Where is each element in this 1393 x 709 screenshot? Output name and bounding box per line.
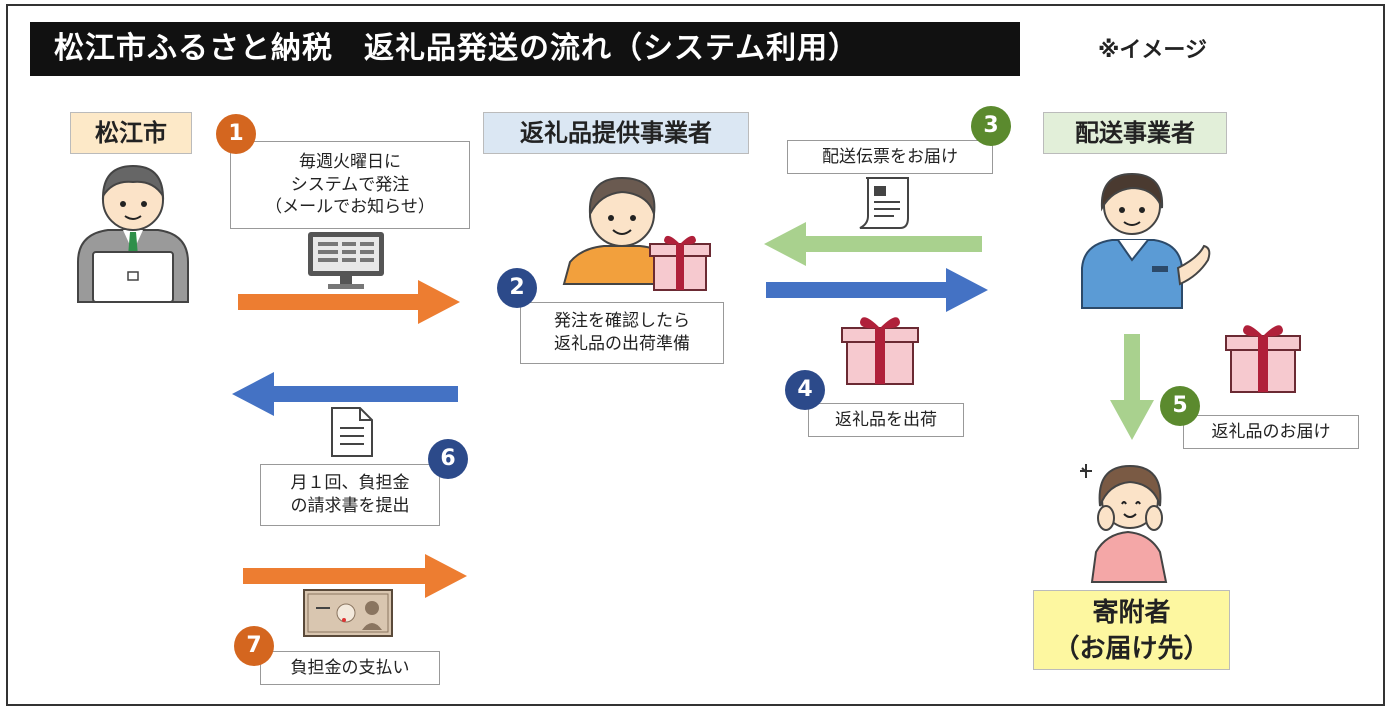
- step-4-box: 返礼品を出荷: [808, 403, 964, 437]
- step-2-box: 発注を確認したら 返礼品の出荷準備: [520, 302, 724, 364]
- step-7-line: 負担金の支払い: [290, 657, 410, 678]
- arrow-ship-right: [766, 268, 988, 312]
- shipping-slip-icon: [859, 177, 909, 229]
- city-worker-illustration: [77, 164, 189, 303]
- step-2-line: 発注を確認したら: [554, 311, 690, 332]
- step-3-badge: 3: [971, 106, 1011, 146]
- gift-box-icon: [649, 235, 711, 291]
- arrow-payment-right: [243, 554, 467, 598]
- recipient-box: 寄附者 （お届け先）: [1033, 590, 1230, 670]
- step-7-box: 負担金の支払い: [260, 651, 440, 685]
- step-1-line: システムで発注: [290, 174, 410, 195]
- step-2-line: 返礼品の出荷準備: [554, 334, 690, 354]
- actor-delivery-label: 配送事業者: [1043, 112, 1227, 154]
- step-2-badge: 2: [497, 268, 537, 308]
- step-5-box: 返礼品のお届け: [1183, 415, 1359, 449]
- step-1-line: （メールでお知らせ）: [265, 197, 435, 218]
- arrow-slip-left: [764, 222, 982, 266]
- arrow-invoice-left: [232, 372, 458, 416]
- arrow-deliver-down: [1110, 334, 1154, 440]
- step-6-box: 月１回、負担金 の請求書を提出: [260, 464, 440, 526]
- diagram-frame: [6, 4, 1385, 706]
- step-1-badge: 1: [216, 114, 256, 154]
- step-6-badge: 6: [428, 439, 468, 479]
- actor-supplier-label: 返礼品提供事業者: [483, 112, 749, 154]
- computer-monitor-icon: [308, 232, 384, 289]
- invoice-document-icon: [331, 407, 373, 457]
- gift-box-icon: [1225, 325, 1301, 393]
- banknote-icon: [303, 589, 393, 637]
- arrow-order-right: [238, 280, 460, 324]
- step-6-line: の請求書を提出: [290, 496, 410, 516]
- step-4-badge: 4: [785, 370, 825, 410]
- recipient-label: 寄附者: [1092, 598, 1171, 628]
- step-6-line: 月１回、負担金: [290, 473, 410, 494]
- step-7-badge: 7: [234, 626, 274, 666]
- recipient-sublabel: （お届け先）: [1053, 634, 1210, 664]
- page-title: 松江市ふるさと納税 返礼品発送の流れ（システム利用）: [30, 22, 1020, 76]
- step-3-line: 配送伝票をお届け: [822, 146, 958, 167]
- actor-city-label: 松江市: [70, 112, 192, 154]
- step-3-box: 配送伝票をお届け: [787, 140, 993, 174]
- recipient-illustration: [1080, 464, 1168, 583]
- step-1-line: 毎週火曜日に: [298, 151, 401, 172]
- step-1-box: 毎週火曜日に システムで発注 （メールでお知らせ）: [230, 141, 470, 229]
- step-5-line: 返礼品のお届け: [1211, 421, 1331, 442]
- step-4-line: 返礼品を出荷: [835, 409, 937, 430]
- delivery-worker-illustration: [1081, 172, 1211, 309]
- step-5-badge: 5: [1160, 386, 1200, 426]
- image-note: ※イメージ: [1098, 38, 1207, 63]
- gift-box-icon: [841, 317, 919, 385]
